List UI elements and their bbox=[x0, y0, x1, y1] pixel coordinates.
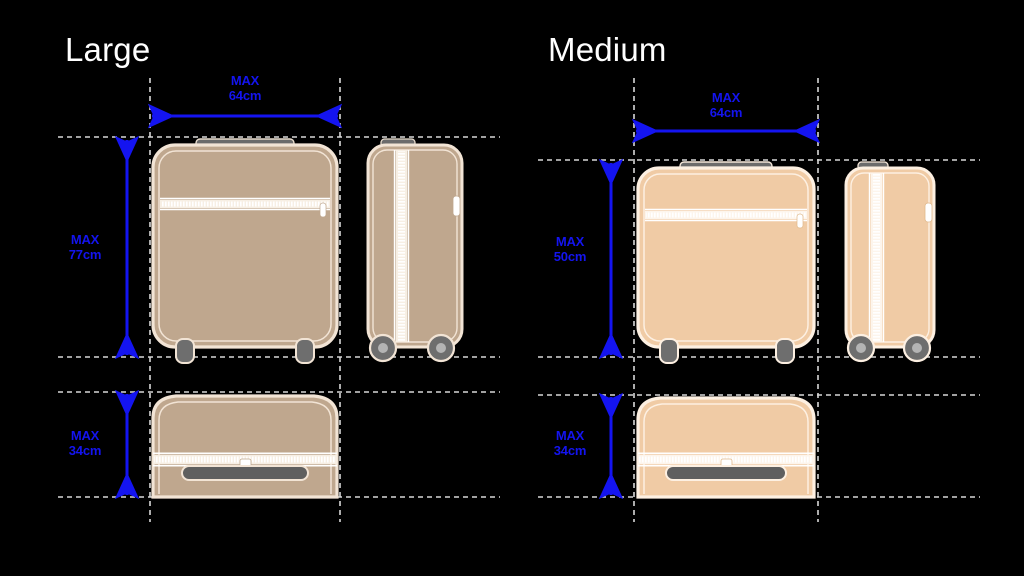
medium-width-label: MAX 64cm bbox=[686, 90, 766, 120]
large-width-value: 64cm bbox=[228, 88, 262, 103]
medium-depth-value: 34cm bbox=[553, 443, 587, 458]
large-front-zipper bbox=[160, 197, 330, 218]
medium-top-inner-seam bbox=[643, 403, 809, 494]
large-height-label: MAX 77cm bbox=[45, 232, 125, 262]
large-side-shell bbox=[366, 143, 464, 349]
large-front-zipper-pull bbox=[319, 202, 327, 218]
medium-front-wheel-left bbox=[659, 338, 679, 364]
large-height-value: 77cm bbox=[68, 247, 102, 262]
large-side-latch bbox=[452, 195, 461, 217]
large-depth-value: 34cm bbox=[68, 443, 102, 458]
large-width-label: MAX 64cm bbox=[205, 73, 285, 103]
medium-side-wheel-left bbox=[846, 333, 876, 363]
large-front-inner-seam bbox=[158, 150, 332, 342]
medium-top-view bbox=[636, 396, 816, 499]
large-front-wheel-right bbox=[295, 338, 315, 364]
medium-front-inner-seam bbox=[643, 173, 809, 342]
large-top-carry-handle bbox=[181, 465, 309, 481]
large-front-view bbox=[151, 138, 339, 364]
medium-height-prefix: MAX bbox=[555, 234, 585, 249]
medium-side-latch bbox=[924, 202, 933, 223]
medium-top-carry-handle bbox=[665, 465, 787, 481]
large-height-prefix: MAX bbox=[70, 232, 100, 247]
medium-side-inner-seam bbox=[850, 172, 930, 343]
medium-depth-label: MAX 34cm bbox=[530, 428, 610, 458]
large-depth-label: MAX 34cm bbox=[45, 428, 125, 458]
large-top-view bbox=[151, 394, 339, 499]
medium-width-prefix: MAX bbox=[711, 90, 741, 105]
large-side-wheel-left bbox=[368, 333, 398, 363]
medium-side-zipper bbox=[868, 173, 885, 342]
medium-depth-prefix: MAX bbox=[555, 428, 585, 443]
large-side-inner-seam bbox=[372, 149, 458, 343]
medium-side-shell bbox=[844, 166, 936, 349]
medium-front-zipper bbox=[645, 208, 807, 229]
medium-front-view bbox=[636, 161, 816, 364]
large-side-view bbox=[366, 138, 464, 363]
medium-side-wheel-right bbox=[902, 333, 932, 363]
dimension-arrows bbox=[114, 103, 821, 500]
medium-front-wheel-right bbox=[775, 338, 795, 364]
medium-side-view bbox=[844, 161, 936, 363]
large-side-zipper bbox=[393, 150, 410, 342]
medium-top-shell bbox=[636, 396, 816, 499]
medium-width-value: 64cm bbox=[709, 105, 743, 120]
panel-title-large: Large bbox=[65, 31, 151, 68]
medium-height-label: MAX 50cm bbox=[530, 234, 610, 264]
medium-height-value: 50cm bbox=[553, 249, 587, 264]
large-side-wheel-right bbox=[426, 333, 456, 363]
large-top-inner-seam bbox=[158, 401, 332, 494]
large-top-shell bbox=[151, 394, 339, 499]
large-front-shell bbox=[151, 143, 339, 349]
large-depth-prefix: MAX bbox=[70, 428, 100, 443]
medium-front-shell bbox=[636, 166, 816, 349]
panel-title-medium: Medium bbox=[548, 31, 667, 68]
large-width-prefix: MAX bbox=[230, 73, 260, 88]
large-front-wheel-left bbox=[175, 338, 195, 364]
